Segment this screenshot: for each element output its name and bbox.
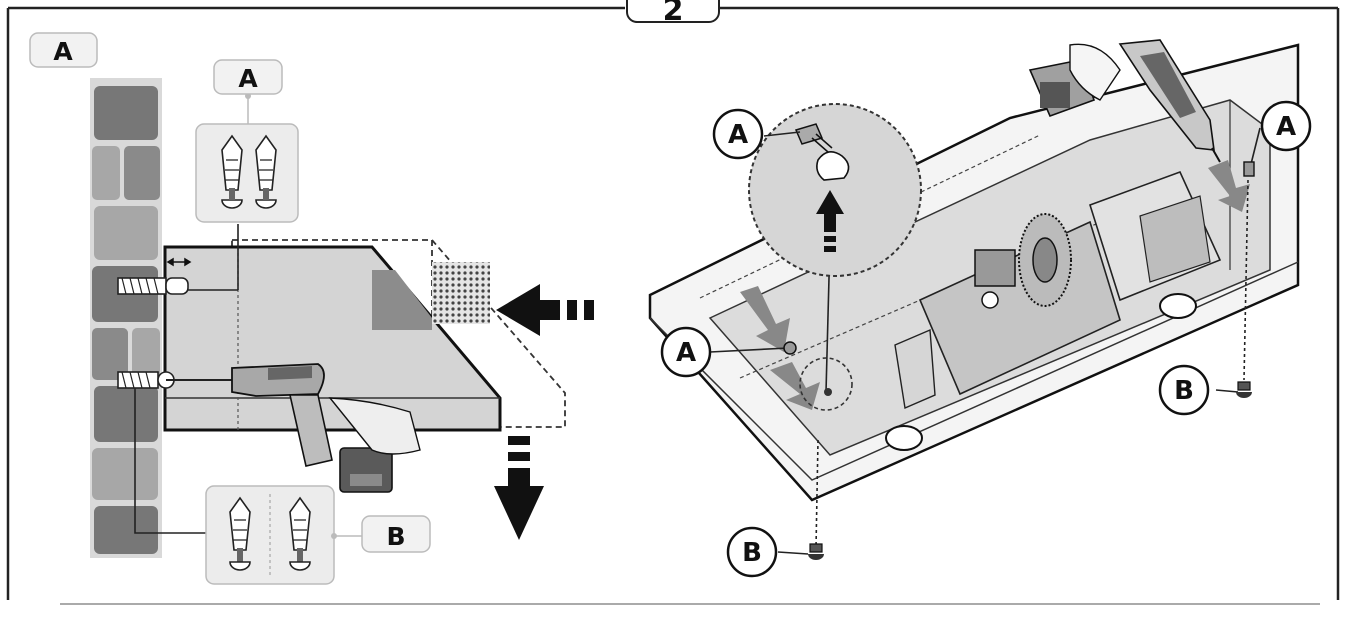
- screw-b-bottom: [808, 543, 824, 560]
- frame: [6, 6, 1340, 600]
- screw-a-right: [1243, 161, 1255, 177]
- light-opening-left: [885, 425, 923, 451]
- bottom-callout: B: [134, 388, 431, 585]
- screw-b-right: [1236, 381, 1252, 398]
- bottom-callout-label: B: [386, 522, 405, 551]
- bottom-callout-plug-left: [229, 496, 251, 571]
- label-b-right: B: [1158, 364, 1210, 416]
- left-panel: A: [29, 32, 594, 585]
- label-a-lower-left: A: [660, 326, 712, 378]
- step-number: 2: [663, 0, 684, 28]
- label-a-right-text: A: [1276, 112, 1296, 142]
- zoom-detail: [748, 103, 922, 411]
- light-opening-right: [1159, 293, 1197, 319]
- label-a-lower-left-text: A: [676, 338, 696, 368]
- top-callout-plug-right: [255, 134, 277, 209]
- label-b-right-text: B: [1174, 376, 1194, 406]
- push-down-arrow: [494, 436, 544, 540]
- bottom-callout-plug-right: [289, 496, 311, 571]
- label-b-bottom-text: B: [742, 538, 762, 568]
- top-callout-label: A: [238, 64, 258, 93]
- label-a-zoom-text: A: [728, 120, 748, 150]
- filter-grille: [432, 262, 490, 324]
- label-a-right: A: [1260, 100, 1312, 152]
- label-a-zoom: A: [712, 108, 764, 160]
- wall-plug-lower: [117, 371, 175, 389]
- drill: [166, 363, 421, 493]
- top-callout: A: [188, 59, 299, 291]
- push-left-arrow: [496, 284, 594, 336]
- corner-label-text: A: [53, 37, 73, 66]
- top-callout-plug-left: [221, 134, 243, 209]
- step-number-badge: 2: [626, 0, 720, 28]
- brick-wall: [90, 78, 162, 558]
- gap-dimension-arrow: [166, 257, 192, 267]
- screw-a-left: [783, 341, 797, 355]
- motor-housing: [894, 170, 1222, 410]
- label-b-bottom: B: [726, 526, 778, 578]
- corner-label: A: [29, 32, 98, 68]
- screw-pointer-lines: [709, 127, 1261, 555]
- insert-arrows: [740, 160, 1250, 410]
- wall-plug-upper: [117, 277, 189, 295]
- right-panel: A A A B B: [648, 39, 1312, 578]
- right-drill: [1028, 39, 1221, 163]
